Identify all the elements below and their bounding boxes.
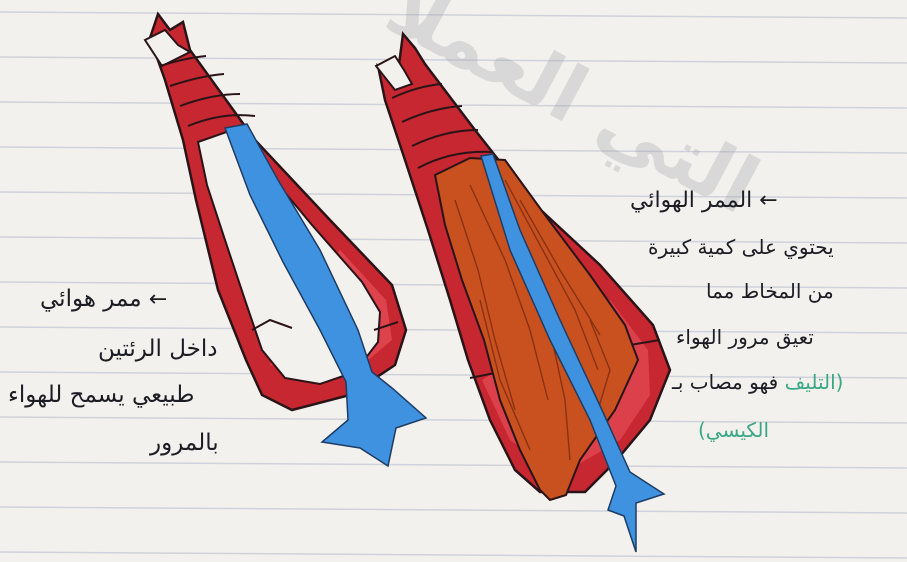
- disease-name-part-1: (التليف: [785, 370, 844, 394]
- normal-airway-label-line-2: داخل الرئتين: [98, 336, 217, 362]
- blocked-airway-label-line-4: تعيق مرور الهواء: [676, 325, 814, 349]
- blocked-airway-label-line-2: يحتوي على كمية كبيرة: [648, 235, 834, 259]
- blocked-airway-label-line-1: ← الممر الهوائي: [630, 188, 778, 213]
- disease-name-part-2: الكيسي): [698, 418, 769, 442]
- label-text: ممر هوائي: [40, 286, 142, 312]
- ruled-line: [0, 552, 907, 558]
- blocked-airway-label-line-5: (التليف فهو مصاب بـ: [672, 370, 843, 394]
- arrow-left-icon: ←: [149, 287, 167, 312]
- arrow-left-icon: ←: [759, 188, 777, 213]
- affected-by-text: فهو مصاب بـ: [672, 370, 778, 394]
- normal-airway-label-line-3: طبيعي يسمح للهواء: [8, 382, 194, 408]
- ruled-line: [0, 507, 907, 513]
- blocked-airway-label-line-3: من المخاط مما: [706, 279, 834, 303]
- ruled-line: [0, 462, 907, 468]
- normal-airway-label-line-4: بالمرور: [150, 430, 219, 456]
- ruled-line: [0, 417, 907, 423]
- label-text: الممر الهوائي: [630, 188, 752, 213]
- normal-airway-label-line-1: ← ممر هوائي: [40, 286, 167, 312]
